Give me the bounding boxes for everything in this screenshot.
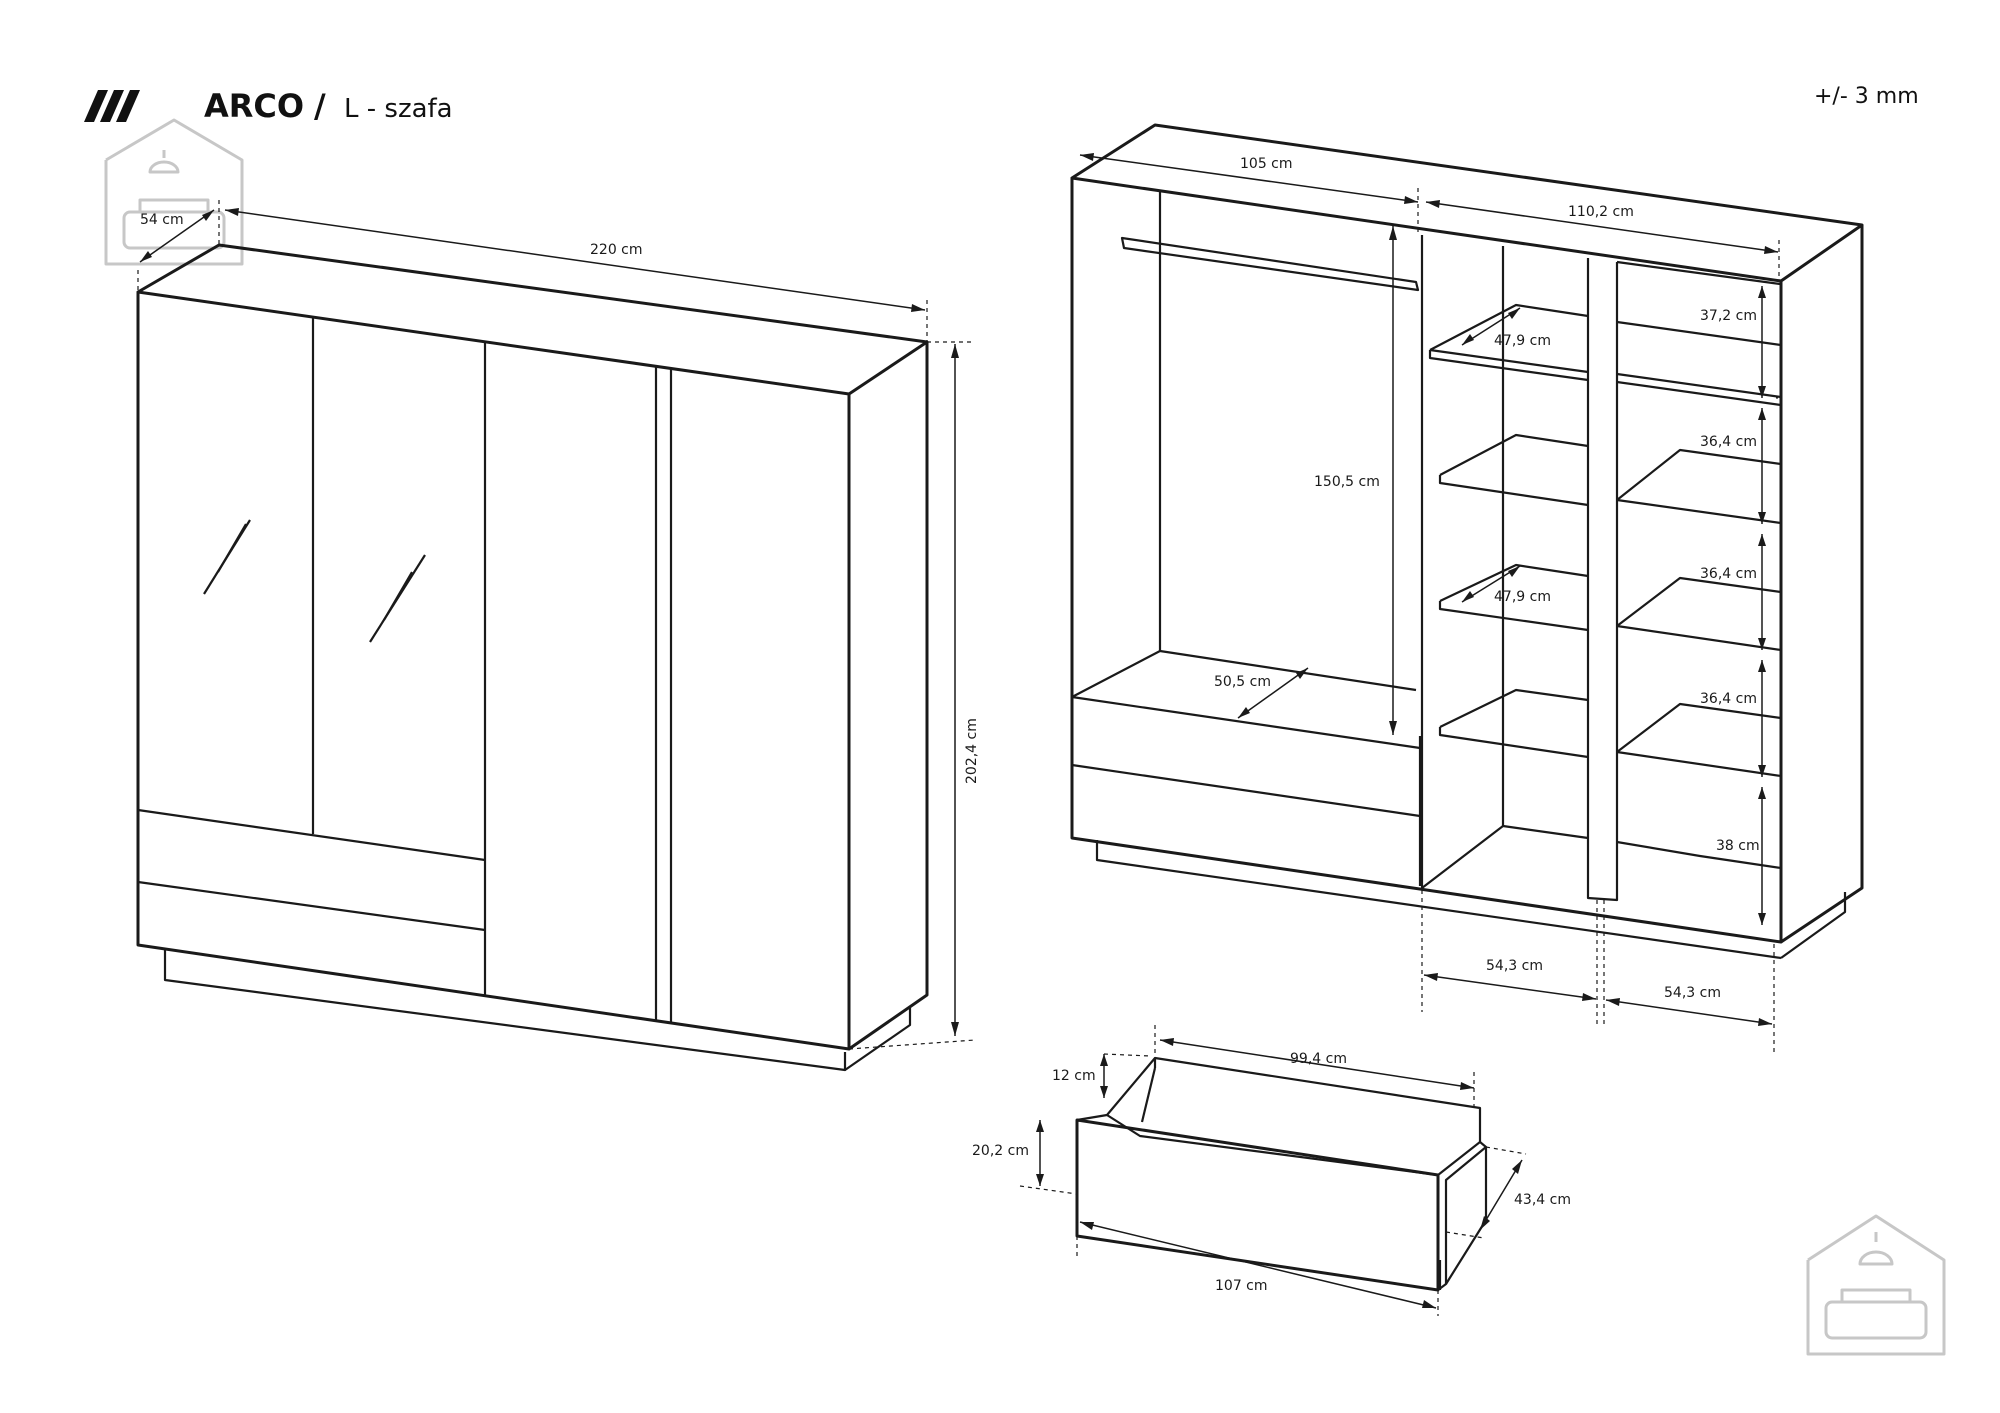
dim-drawer-depth-label: 43,4 cm xyxy=(1514,1192,1571,1208)
watermark-top-house-sofa-icon xyxy=(104,118,244,266)
dim-width-label: 220 cm xyxy=(590,242,643,258)
product-subtitle: L - szafa xyxy=(344,94,453,124)
dim-drawer-inner-height-label: 12 cm xyxy=(1052,1068,1096,1084)
dim-drawer-front-height-label: 20,2 cm xyxy=(972,1143,1029,1159)
dim-gap-5-label: 38 cm xyxy=(1716,838,1760,854)
logo-stroke-3-icon xyxy=(116,90,140,122)
dim-rail-height-label: 150,5 cm xyxy=(1314,474,1380,490)
watermark-bottom-house-sofa-icon xyxy=(1806,1214,1946,1356)
dim-drawer-inner-width-label: 99,4 cm xyxy=(1290,1051,1347,1067)
dim-right-width-label: 110,2 cm xyxy=(1568,204,1634,220)
dim-drawer-front-width-label: 107 cm xyxy=(1215,1278,1268,1294)
front-dimensions xyxy=(137,200,976,1050)
drawer-dimensions xyxy=(1019,1025,1527,1316)
logo-stroke-1-icon xyxy=(84,90,108,122)
interior-view-wardrobe xyxy=(1070,123,1864,960)
interior-dimensions xyxy=(1079,153,1780,1056)
tolerance-note: +/- 3 mm xyxy=(1814,84,1919,109)
drawer-view xyxy=(1075,1056,1488,1292)
dim-gap-2-label: 36,4 cm xyxy=(1700,434,1757,450)
dim-section-right-label: 54,3 cm xyxy=(1664,985,1721,1001)
dim-section-left-label: 54,3 cm xyxy=(1486,958,1543,974)
brand-title: ARCO xyxy=(204,87,304,125)
dim-depth-label: 54 cm xyxy=(140,212,184,228)
dim-gap-4-label: 36,4 cm xyxy=(1700,691,1757,707)
dim-gap-3-label: 36,4 cm xyxy=(1700,566,1757,582)
dim-bottom-depth-label: 50,5 cm xyxy=(1214,674,1271,690)
title-slash: / xyxy=(314,87,326,125)
front-view-wardrobe xyxy=(136,243,929,1072)
dim-shelf-depth-upper-label: 47,9 cm xyxy=(1494,333,1551,349)
brand-logo xyxy=(84,90,140,122)
dim-height-label: 202,4 cm xyxy=(964,718,980,784)
logo-stroke-2-icon xyxy=(100,90,124,122)
dim-left-width-label: 105 cm xyxy=(1240,156,1293,172)
dim-gap-1-label: 37,2 cm xyxy=(1700,308,1757,324)
dim-shelf-depth-lower-label: 47,9 cm xyxy=(1494,589,1551,605)
